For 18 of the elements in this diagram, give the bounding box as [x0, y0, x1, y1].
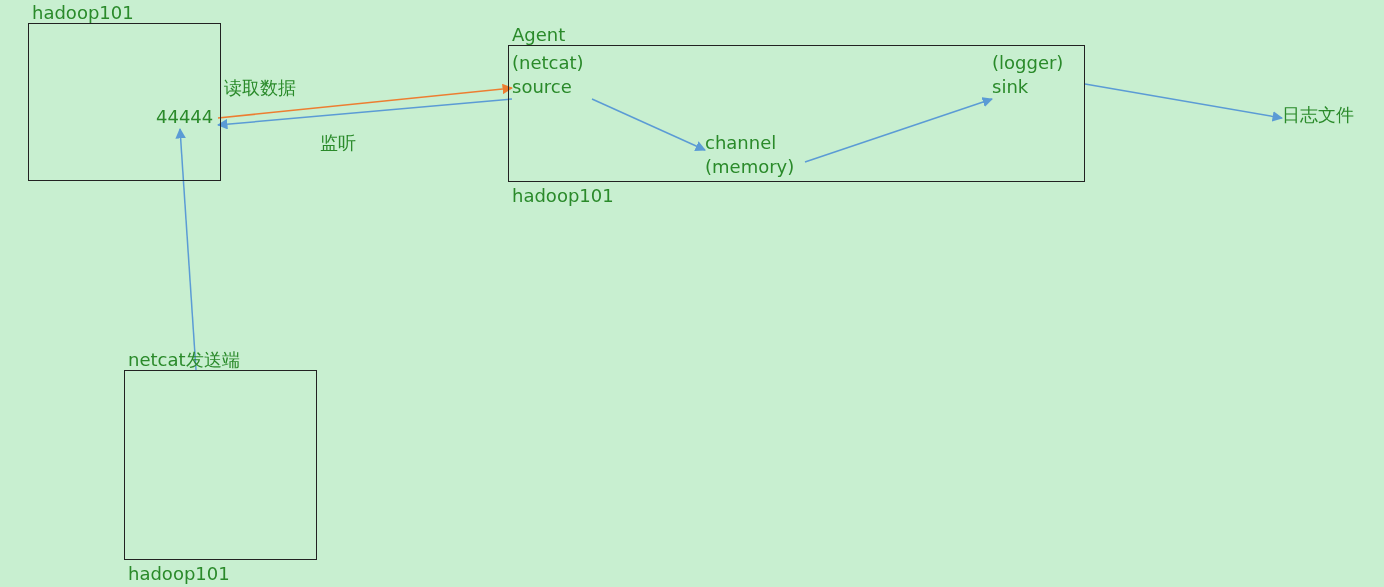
box-heading: hadoop101	[32, 2, 134, 23]
channel-label: channel (memory)	[705, 131, 805, 179]
arrow	[175, 127, 197, 371]
host-label: hadoop101	[128, 562, 230, 586]
log-file-label: 日志文件	[1282, 103, 1372, 127]
edge-label: 读取数据	[222, 76, 298, 100]
box-heading: Agent	[512, 24, 566, 45]
source-label: (netcat) source	[512, 51, 592, 99]
port-label: 44444	[156, 105, 218, 129]
arrow	[591, 98, 706, 151]
edge-label: 监听	[318, 131, 358, 155]
sink-label: (logger) sink	[992, 51, 1077, 99]
host-label: hadoop101	[512, 184, 614, 208]
arrow	[804, 97, 993, 163]
arrow	[216, 98, 513, 130]
arrow	[217, 83, 514, 119]
box-heading: netcat发送端	[128, 349, 240, 370]
arrow	[1084, 83, 1284, 122]
